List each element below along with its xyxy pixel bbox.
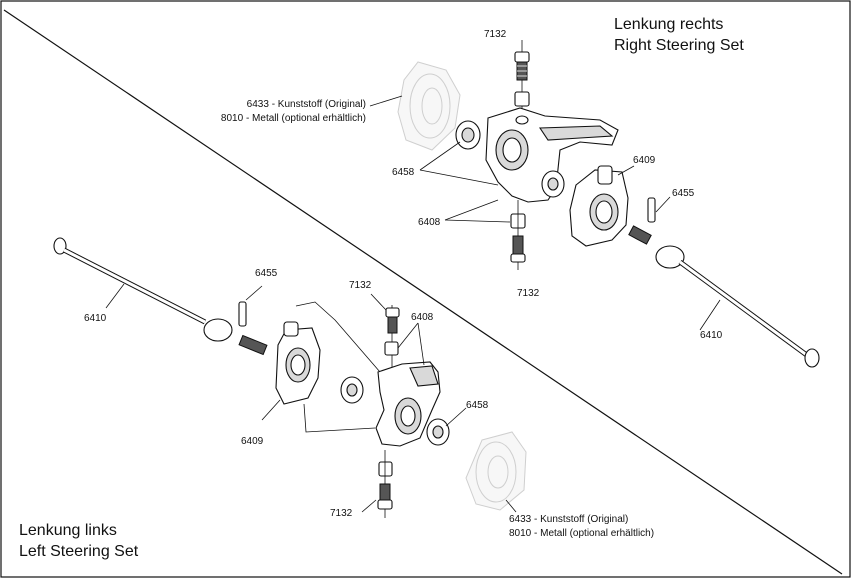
left-label-bushing: 6408 — [411, 312, 434, 323]
right-top-screw — [514, 40, 530, 120]
right-steering-knuckle — [485, 107, 619, 203]
left-top-bushing — [384, 341, 399, 356]
left-bottom-bushing — [378, 461, 393, 477]
left-label-hub-plastic: 6433 - Kunststoff (Original) — [509, 514, 628, 525]
right-set-title-de: Lenkung rechts — [614, 16, 724, 33]
right-steering-set: 7132 6433 - Kunststoff (Original) 8010 -… — [221, 29, 820, 368]
left-top-screw — [385, 305, 400, 370]
left-label-screw-bottom: 7132 — [330, 508, 353, 519]
right-label-screw-bottom: 7132 — [517, 288, 540, 299]
left-set-title-de: Lenkung links — [19, 522, 117, 539]
right-label-screw-top: 7132 — [484, 29, 507, 40]
diagonal-divider — [3, 9, 843, 575]
left-steering-set: 6410 6455 7132 6408 6458 6409 7132 6433 … — [53, 237, 654, 539]
right-label-driveshaft: 6410 — [700, 330, 723, 341]
left-label-carrier: 6409 — [241, 436, 264, 447]
right-wheel-hub — [397, 61, 461, 151]
left-label-hub-metal: 8010 - Metall (optional erhältlich) — [509, 528, 654, 539]
left-bottom-screw — [377, 450, 393, 518]
left-bearing — [426, 418, 450, 446]
left-label-bearing: 6458 — [466, 400, 489, 411]
left-label-screw-top: 7132 — [349, 280, 372, 291]
right-label-bearing: 6458 — [392, 167, 415, 178]
right-bottom-screw — [510, 200, 526, 270]
right-pin — [647, 197, 656, 223]
right-label-pin: 6455 — [672, 188, 695, 199]
right-center-bearing — [541, 170, 565, 198]
right-label-hub-metal: 8010 - Metall (optional erhältlich) — [221, 113, 366, 124]
left-label-driveshaft: 6410 — [84, 313, 107, 324]
right-bearing — [455, 120, 481, 150]
left-wheel-hub — [465, 431, 527, 511]
right-top-bushing — [514, 91, 530, 107]
left-driveshaft — [53, 237, 268, 356]
right-set-title-en: Right Steering Set — [614, 37, 744, 54]
right-label-carrier: 6409 — [633, 155, 656, 166]
right-driveshaft — [628, 225, 820, 368]
right-label-bushing: 6408 — [418, 217, 441, 228]
right-label-hub-plastic: 6433 - Kunststoff (Original) — [247, 99, 366, 110]
left-set-title-en: Left Steering Set — [19, 543, 139, 560]
right-carrier — [569, 165, 629, 247]
left-label-pin: 6455 — [255, 268, 278, 279]
left-center-bearing — [340, 376, 364, 404]
left-pin — [238, 301, 247, 327]
left-steering-knuckle — [375, 361, 441, 447]
left-carrier — [275, 321, 321, 405]
